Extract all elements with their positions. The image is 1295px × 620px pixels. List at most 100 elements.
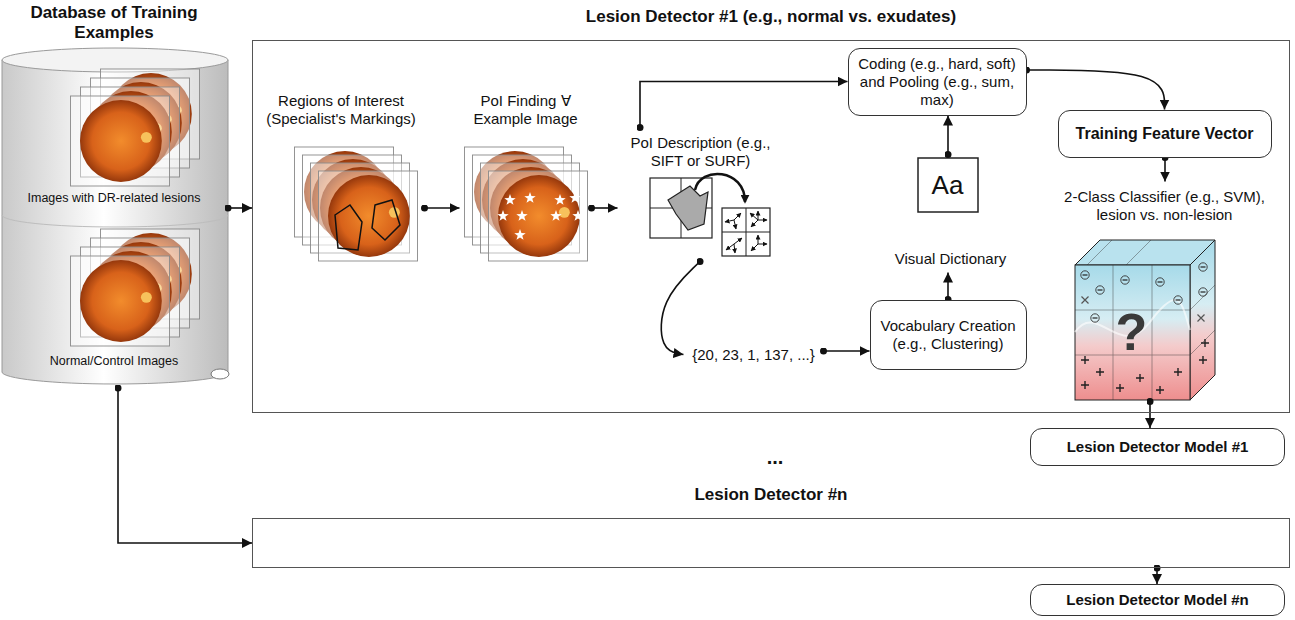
gradient-arrow (725, 211, 767, 253)
classifier-cube (1081, 381, 1089, 389)
gradient-arrow (734, 213, 741, 220)
poi-star (516, 210, 527, 221)
fundus-image-stack (464, 147, 587, 261)
fundus-image-stack (70, 256, 169, 346)
connector-arrow (1164, 158, 1166, 182)
classifier-cube (1174, 368, 1182, 376)
classifier-cube (1075, 240, 1215, 400)
model-box: Lesion Detector Model #1 (1030, 428, 1285, 466)
classifier-cube (1174, 296, 1182, 304)
connector-arrow (228, 207, 252, 209)
feature-set: {20, 23, 1, 137, ...} (684, 339, 824, 371)
dictionary-square (918, 158, 978, 212)
classifier-cube (1075, 265, 1190, 400)
connector-arrow (118, 388, 252, 543)
connector-arrow (640, 82, 848, 128)
dictionary-box: AaVisual Dictionary (888, 155, 1014, 273)
poi-star (497, 210, 508, 221)
gradient-arrow (758, 244, 767, 245)
classifier-cube (1201, 339, 1209, 347)
node-label: PoI Description (e.g., SIFT or SURF) (626, 134, 776, 170)
gradient-arrow (758, 235, 759, 244)
connector-group (118, 70, 1165, 584)
descriptor-grid (650, 178, 712, 238)
image-stack: PoI Finding ∀ Example Image (460, 90, 592, 266)
classifier-cube (1096, 368, 1104, 376)
connector-arrow (947, 116, 949, 155)
classifier-cube (1156, 386, 1164, 394)
panel-title: Lesion Detector #1 (e.g., normal vs. exu… (253, 7, 1289, 27)
gradient-arrow (758, 220, 767, 221)
gradient-arrow (734, 244, 735, 253)
gradient-arrow (734, 220, 736, 229)
classifier-cube (1136, 374, 1144, 382)
connector-arrow (661, 262, 700, 355)
database-cylinder (2, 60, 228, 384)
node-label: Database of Training Examples (30, 3, 198, 44)
image-stack: Regions of Interest (Specialist's Markin… (258, 90, 425, 266)
poi-star (504, 194, 515, 205)
classifier-cube (1091, 314, 1099, 322)
fundus-image-stack (294, 147, 417, 261)
node-label: Lesion Detector Model #n (1066, 591, 1249, 609)
descriptor-grid (650, 174, 770, 256)
dictionary-square (918, 158, 978, 212)
node-label: {20, 23, 1, 137, ...} (692, 346, 815, 364)
descriptor-grid (668, 186, 708, 230)
classifier-cube (1082, 297, 1089, 304)
classifier-cube (1199, 356, 1207, 364)
panel-title: Lesion Detector #n (253, 485, 1289, 505)
descriptor-grid (695, 174, 745, 202)
classifier-cube (1075, 240, 1215, 400)
fundus-image-stack (488, 171, 587, 261)
poi-star (554, 194, 565, 205)
poi-star (569, 192, 580, 203)
connector-arrow (592, 207, 618, 209)
model-box: Lesion Detector Model #n (1030, 584, 1285, 616)
database-cylinder (2, 215, 228, 227)
connector-arrow (1027, 70, 1165, 110)
node-label: PoI Finding ∀ Example Image (460, 92, 592, 128)
detector-panel: Lesion Detector #1 (e.g., normal vs. exu… (252, 40, 1290, 413)
detector-panel: Lesion Detector #n (252, 518, 1290, 568)
connector-arrow (425, 207, 460, 209)
classifier-cube (1199, 263, 1207, 271)
gradient-arrow (751, 220, 758, 227)
fundus-image-stack (70, 69, 199, 346)
node-label: Coding (e.g., hard, soft) and Pooling (e… (854, 55, 1021, 109)
lesion-marking (335, 205, 362, 250)
poi-star (572, 210, 583, 221)
classifier-cube (1199, 288, 1207, 296)
gradient-arrow (758, 211, 759, 220)
poi-star (550, 210, 561, 221)
database-cylinder (2, 48, 228, 72)
database-cylinder (211, 369, 229, 379)
node-label: Training Feature Vector (1076, 124, 1254, 143)
gradient-arrow (750, 213, 758, 220)
node-label: Aa (918, 158, 978, 212)
descriptor-grid (650, 178, 712, 238)
classifier-cube (1190, 240, 1215, 400)
node-label: Vocabulary Creation (e.g., Clustering) (876, 317, 1021, 353)
classifier-cube (1121, 276, 1129, 284)
node-sublabel: Normal/Control Images (6, 354, 222, 369)
fundus-image-stack (318, 171, 417, 261)
node-sublabel: Visual Dictionary (888, 250, 1014, 268)
ellipsis-label: ... (740, 447, 810, 467)
database-cylinder: Database of Training ExamplesImages with… (0, 0, 228, 388)
node-sublabel: Images with DR-related lesions (6, 191, 222, 206)
lesion-marking (372, 200, 400, 240)
descriptor-figure: PoI Description (e.g., SIFT or SURF) (618, 128, 785, 262)
process-box: Coding (e.g., hard, soft) and Pooling (e… (848, 48, 1027, 116)
gradient-arrow (725, 220, 734, 222)
node-label: 2-Class Classifier (e.g., SVM), lesion v… (1045, 188, 1285, 224)
classifier-cube (1116, 384, 1124, 392)
gradient-arrow (751, 244, 758, 251)
descriptor-grid (722, 208, 770, 256)
classifier-cube: 2-Class Classifier (e.g., SVM), lesion v… (1045, 182, 1285, 402)
connector-arrow (1156, 568, 1158, 584)
descriptor-grid (722, 208, 770, 256)
